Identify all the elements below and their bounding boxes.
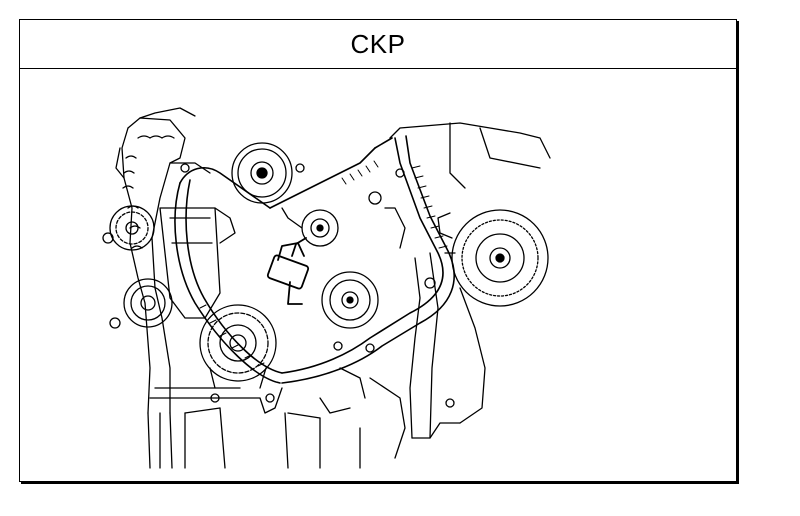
engine-block-left [115, 107, 283, 469]
figure-frame: CKP [19, 19, 737, 482]
timing-belt [174, 135, 455, 384]
alternator-pulley [437, 209, 549, 307]
engine-timing-belt-icon [102, 107, 551, 469]
idler-pulley-top [231, 142, 293, 204]
belt-teeth [199, 160, 448, 367]
mounting-bolts [102, 163, 455, 408]
oil-pan [159, 397, 361, 469]
hydraulic-tensioner [159, 207, 236, 319]
cam-gear-edge [122, 135, 175, 249]
frame-shadow-bottom [21, 482, 739, 484]
figure-title: CKP [350, 28, 406, 59]
tensioner-pulley [281, 207, 339, 247]
crankshaft-sprocket [199, 304, 277, 389]
frame-shadow-right [737, 21, 739, 484]
water-pump-pulley [321, 271, 379, 329]
engine-diagram [20, 68, 736, 481]
cam-gear-small [109, 205, 155, 251]
crankshaft-position-sensor-icon [266, 237, 310, 305]
idler-pulley-lower-left [123, 278, 173, 328]
figure-header: CKP [20, 20, 736, 69]
